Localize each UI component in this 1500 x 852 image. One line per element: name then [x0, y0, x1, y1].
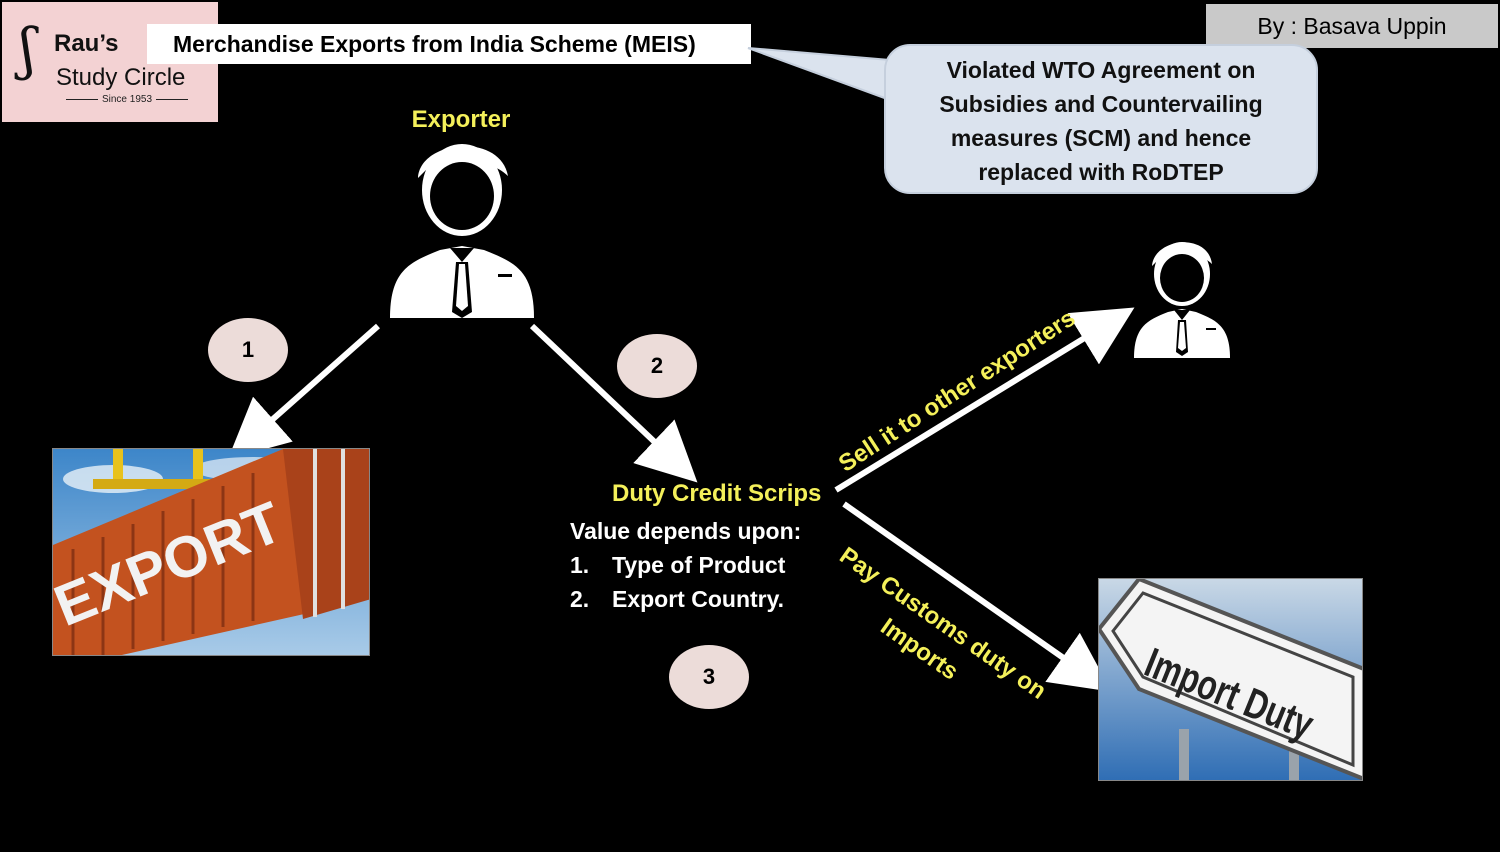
slide-title: Merchandise Exports from India Scheme (M…: [147, 24, 751, 64]
scrips-item-2: 2. Export Country.: [570, 582, 801, 616]
logo-line2: Study Circle: [56, 64, 186, 91]
scrips-item-1: 1. Type of Product: [570, 548, 801, 582]
import-duty-sign-image: Import Duty: [1098, 578, 1363, 781]
arrow-scrips-to-exporters: [834, 307, 1135, 493]
callout-line-2: Subsidies and Countervailing: [939, 91, 1263, 117]
arrow-scrips-to-import-duty: [842, 501, 1112, 692]
scrips-item-1-text: Type of Product: [612, 552, 786, 578]
callout-line-1: Violated WTO Agreement on: [946, 57, 1256, 83]
step-1-badge: 1: [208, 318, 288, 382]
logo-line1: Rau’s: [54, 30, 119, 57]
scrips-item-2-num: 2.: [570, 586, 590, 612]
scrips-details: Value depends upon: 1. Type of Product 2.…: [570, 514, 801, 616]
step-2-badge: 2: [617, 334, 697, 398]
logo-mark-icon: ʃ: [20, 17, 36, 82]
callout-line-3: measures (SCM) and hence: [950, 125, 1252, 151]
scrips-value-label: Value depends upon:: [570, 518, 802, 544]
other-exporter-person-icon: [1134, 242, 1230, 358]
scrips-title: Duty Credit Scrips: [612, 480, 822, 507]
export-container-image: EXPORT: [52, 448, 370, 656]
step-3-badge: 3: [669, 645, 749, 709]
author-label: By : Basava Uppin: [1206, 4, 1498, 48]
scrips-item-1-num: 1.: [570, 552, 590, 578]
arrow-exporter-to-export: [228, 323, 380, 459]
exporter-person-icon: [390, 144, 534, 318]
logo-since-text: Since 1953: [101, 94, 153, 105]
logo-since: Since 1953: [57, 94, 197, 105]
callout-line-4: replaced with RoDTEP: [978, 159, 1224, 185]
callout-box: Violated WTO Agreement on Subsidies and …: [884, 44, 1318, 194]
scrips-item-2-text: Export Country.: [612, 586, 785, 612]
arrow-exporter-to-scrips: [529, 323, 698, 483]
callout-tail: [747, 47, 891, 102]
exporter-label: Exporter: [411, 106, 511, 133]
